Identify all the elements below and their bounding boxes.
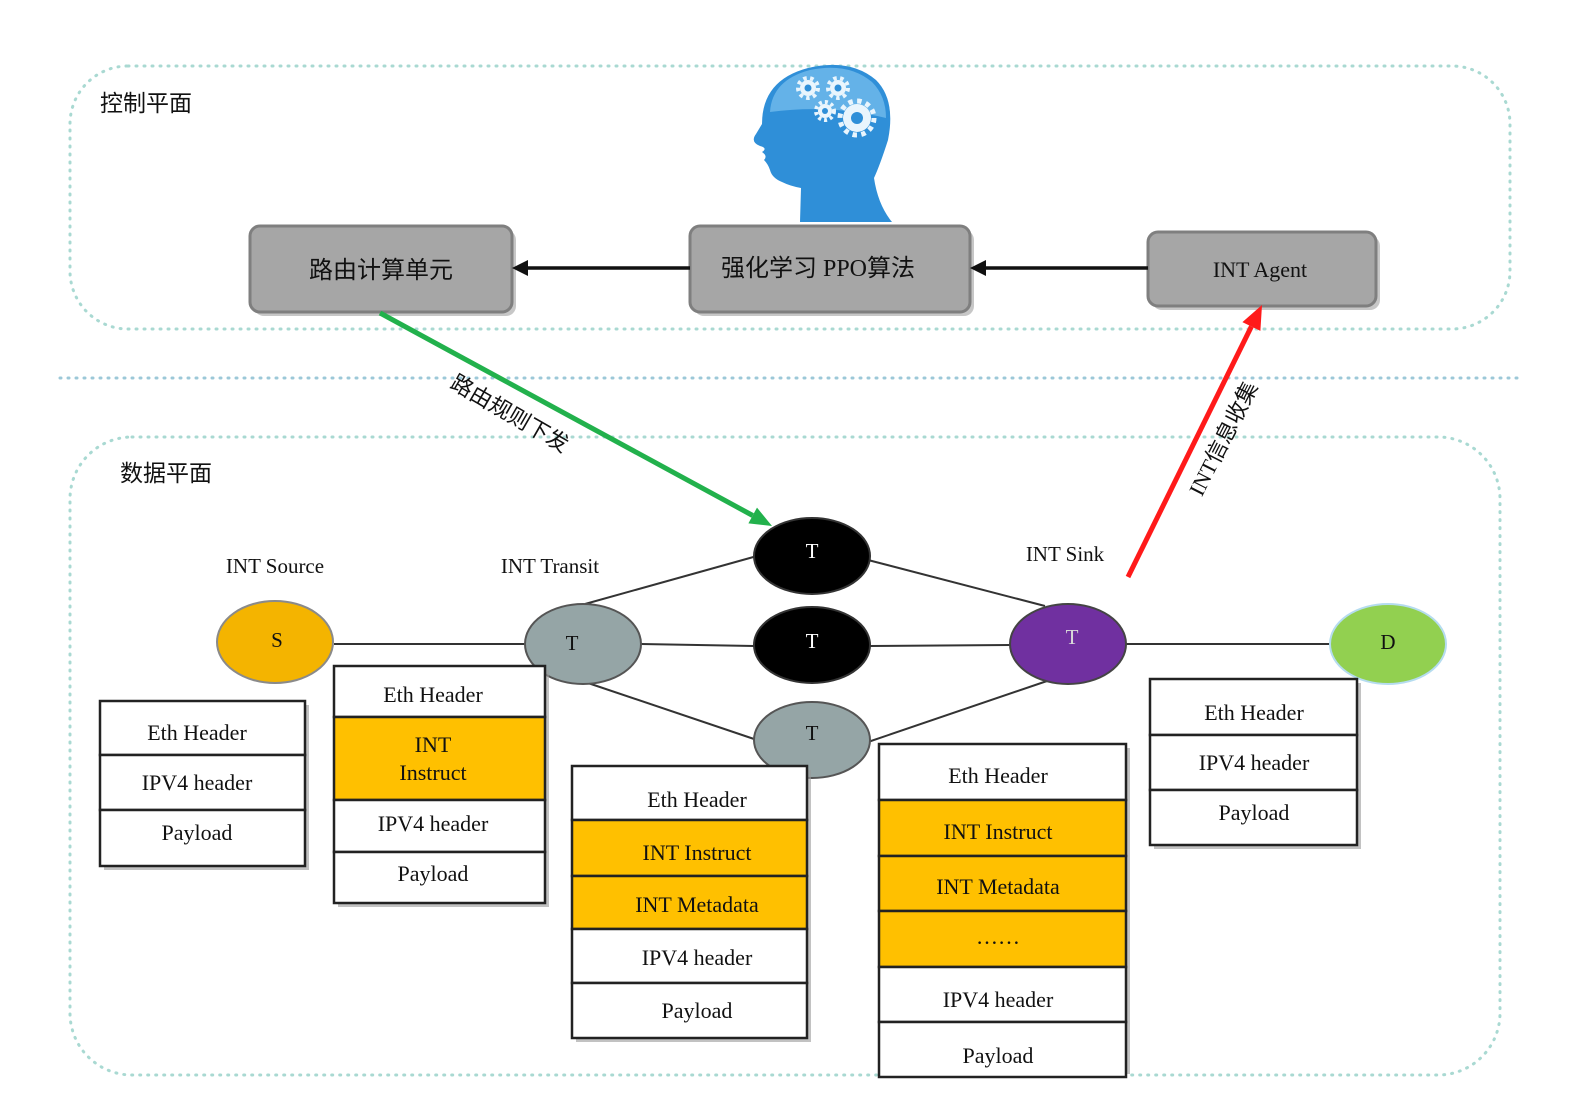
packet-field xyxy=(1148,677,1359,737)
packet-field xyxy=(98,699,307,757)
agent-to-ppo-arrow xyxy=(970,260,1148,276)
source-node-label: S xyxy=(271,628,283,652)
field-label: Payload xyxy=(162,820,233,845)
int-sink-label: INT Sink xyxy=(1026,542,1105,566)
packet-field-int xyxy=(570,818,809,878)
sink-node-label: T xyxy=(1066,625,1079,649)
control-plane-border xyxy=(68,64,1512,331)
field-label: INT Instruct xyxy=(944,819,1053,844)
ppo-algorithm-box: 强化学习 PPO算法 xyxy=(688,224,974,316)
field-label: INT Metadata xyxy=(936,874,1060,899)
destination-node: D xyxy=(1329,603,1447,685)
gear-icon xyxy=(826,76,850,100)
core-node-bottom-label: T xyxy=(806,721,819,745)
packet-field xyxy=(98,808,307,868)
links xyxy=(334,555,1330,743)
packet-field xyxy=(570,981,809,1040)
packet-field xyxy=(332,798,547,854)
field-label: …… xyxy=(976,924,1020,949)
int-agent-box: INT Agent xyxy=(1146,230,1380,310)
core-node-bottom: T xyxy=(753,701,871,779)
packet-field xyxy=(1148,788,1359,847)
packet-field xyxy=(877,1020,1128,1079)
field-label: Eth Header xyxy=(147,720,247,745)
data-plane-label: 数据平面 xyxy=(120,461,212,486)
packet-field xyxy=(332,850,547,905)
packet-field-int xyxy=(332,715,547,802)
int-transit-label: INT Transit xyxy=(501,554,599,578)
packet-field xyxy=(570,927,809,985)
gear-icon xyxy=(837,98,877,138)
packet-stack-transit-in: Eth Header INT Instruct IPV4 header Payl… xyxy=(332,664,549,907)
field-label: IPV4 header xyxy=(943,987,1054,1012)
destination-node-label: D xyxy=(1380,630,1395,654)
packet-stack-destination: Eth Header IPV4 header Payload xyxy=(1148,677,1361,849)
core-node-middle: T xyxy=(753,606,871,684)
packet-field xyxy=(1148,733,1359,792)
link xyxy=(867,559,1046,607)
core-node-top-label: T xyxy=(806,539,819,563)
field-label: Payload xyxy=(963,1043,1034,1068)
core-node-top: T xyxy=(753,517,871,595)
routing-unit-label: 路由计算单元 xyxy=(309,257,453,284)
int-source-label: INT Source xyxy=(226,554,324,578)
packet-field-int xyxy=(877,798,1128,858)
packet-field xyxy=(332,664,547,719)
routing-unit-box: 路由计算单元 xyxy=(248,224,516,316)
field-label: Eth Header xyxy=(383,682,483,707)
control-plane-region: 控制平面 xyxy=(68,64,1512,331)
ppo-algorithm-label: 强化学习 PPO算法 xyxy=(721,255,915,282)
field-label: Payload xyxy=(398,861,469,886)
link xyxy=(640,643,755,647)
route-rules-arrow xyxy=(378,310,772,526)
transit-node-label: T xyxy=(566,631,579,655)
field-label: Instruct xyxy=(399,760,466,785)
link xyxy=(869,644,1011,647)
core-node-middle-label: T xyxy=(806,629,819,653)
field-label: INT xyxy=(415,732,452,757)
int-agent-label: INT Agent xyxy=(1213,257,1307,282)
packet-field-int xyxy=(570,874,809,931)
link xyxy=(867,679,1051,743)
gear-icon xyxy=(814,100,836,122)
field-label: Eth Header xyxy=(948,763,1048,788)
field-label: INT Instruct xyxy=(643,840,752,865)
field-label: IPV4 header xyxy=(142,770,253,795)
field-label: IPV4 header xyxy=(1199,750,1310,775)
field-label: INT Metadata xyxy=(635,892,759,917)
field-label: Payload xyxy=(1219,800,1290,825)
data-plane-region: 数据平面 xyxy=(68,435,1502,1077)
source-node: S xyxy=(216,600,334,684)
packet-stack-source: Eth Header IPV4 header Payload xyxy=(98,699,309,870)
field-label: Eth Header xyxy=(647,787,747,812)
field-label: Payload xyxy=(662,998,733,1023)
packet-stack-sink: Eth Header INT Instruct INT Metadata …… … xyxy=(877,742,1130,1079)
field-label: IPV4 header xyxy=(642,945,753,970)
field-label: Eth Header xyxy=(1204,700,1304,725)
ppo-to-routing-arrow xyxy=(512,260,690,276)
field-label: IPV4 header xyxy=(378,811,489,836)
brain-icon xyxy=(753,64,892,222)
int-collect-arrow xyxy=(1125,305,1262,579)
gear-icon xyxy=(796,76,820,100)
packet-stack-transit-out: Eth Header INT Instruct INT Metadata IPV… xyxy=(570,764,811,1042)
link xyxy=(584,555,758,605)
sink-node: T xyxy=(1009,603,1127,685)
control-plane-label: 控制平面 xyxy=(100,91,192,116)
transit-node: T xyxy=(524,603,642,685)
link xyxy=(584,681,758,741)
